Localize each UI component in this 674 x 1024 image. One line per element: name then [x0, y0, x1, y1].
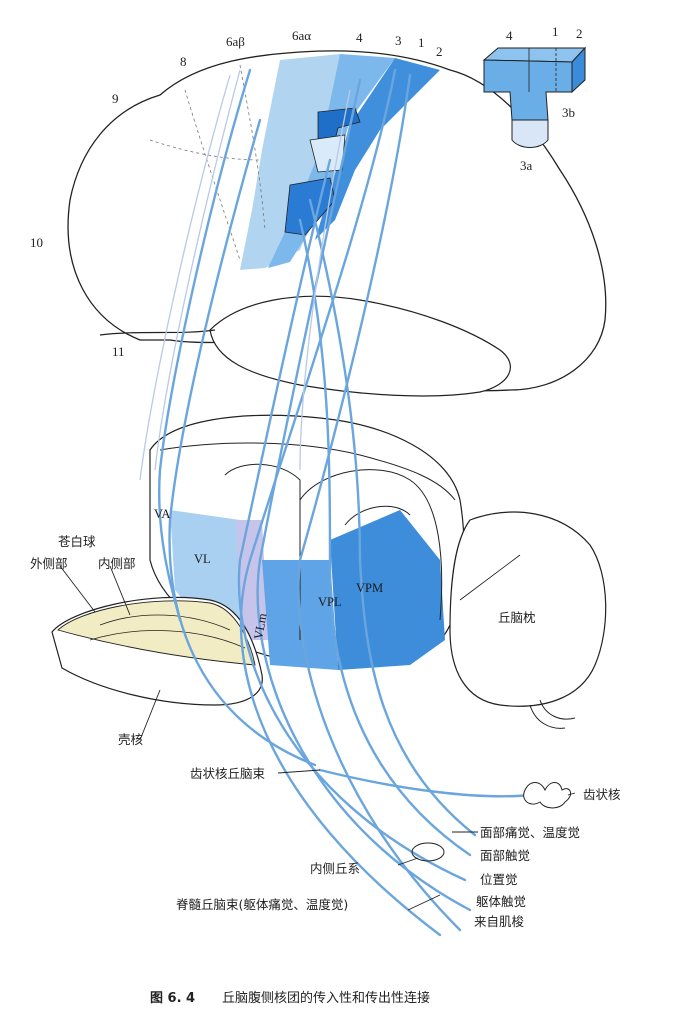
nucleus-vl-label: VL	[194, 552, 211, 566]
dentate-nucleus	[524, 783, 571, 809]
area-1-label: 1	[418, 35, 425, 50]
area-2-label: 2	[436, 44, 443, 59]
area-6aa-label: 6aα	[292, 28, 311, 43]
inset-3a-label: 3a	[520, 158, 533, 173]
globus-pallidus-label: 苍白球	[58, 534, 96, 549]
inset-1-label: 1	[552, 24, 559, 39]
putamen-label: 壳核	[118, 732, 144, 747]
figure-caption: 丘脑腹侧核团的传入性和传出性连接	[222, 990, 430, 1006]
face-touch-label: 面部触觉	[480, 848, 530, 863]
muscle-spindle-label: 来自肌梭	[474, 914, 525, 929]
nucleus-vpm-label: VPM	[356, 581, 383, 595]
dentate-label: 齿状核	[583, 787, 621, 802]
area-10-label: 10	[30, 235, 43, 250]
area-11-label: 11	[112, 344, 125, 359]
inset-3b-label: 3b	[562, 105, 575, 120]
inset-4-label: 4	[506, 28, 513, 43]
area-6ab-label: 6aβ	[226, 34, 245, 49]
gp-medial-label: 内侧部	[98, 556, 136, 571]
body-touch-label: 躯体触觉	[476, 894, 526, 909]
inset-2-label: 2	[576, 26, 583, 41]
lemniscus-label: 内侧丘系	[310, 861, 360, 876]
area-9-label: 9	[112, 91, 119, 106]
pulvinar-label: 丘脑枕	[498, 610, 536, 625]
spinothalamic-label: 脊髓丘脑束(躯体痛觉、温度觉)	[176, 897, 348, 912]
area-4-label: 4	[356, 30, 363, 45]
area-3-label: 3	[395, 33, 402, 48]
position-label: 位置觉	[480, 872, 518, 887]
nucleus-va-label: VA	[154, 507, 170, 521]
face-pain-label: 面部痛觉、温度觉	[480, 825, 580, 840]
area-8-label: 8	[180, 54, 187, 69]
nucleus-vpl-label: VPL	[318, 595, 342, 609]
figure-number: 图 6. 4	[150, 991, 195, 1006]
gp-lateral-label: 外侧部	[30, 556, 68, 571]
dentatothalamic-label: 齿状核丘脑束	[190, 766, 266, 781]
